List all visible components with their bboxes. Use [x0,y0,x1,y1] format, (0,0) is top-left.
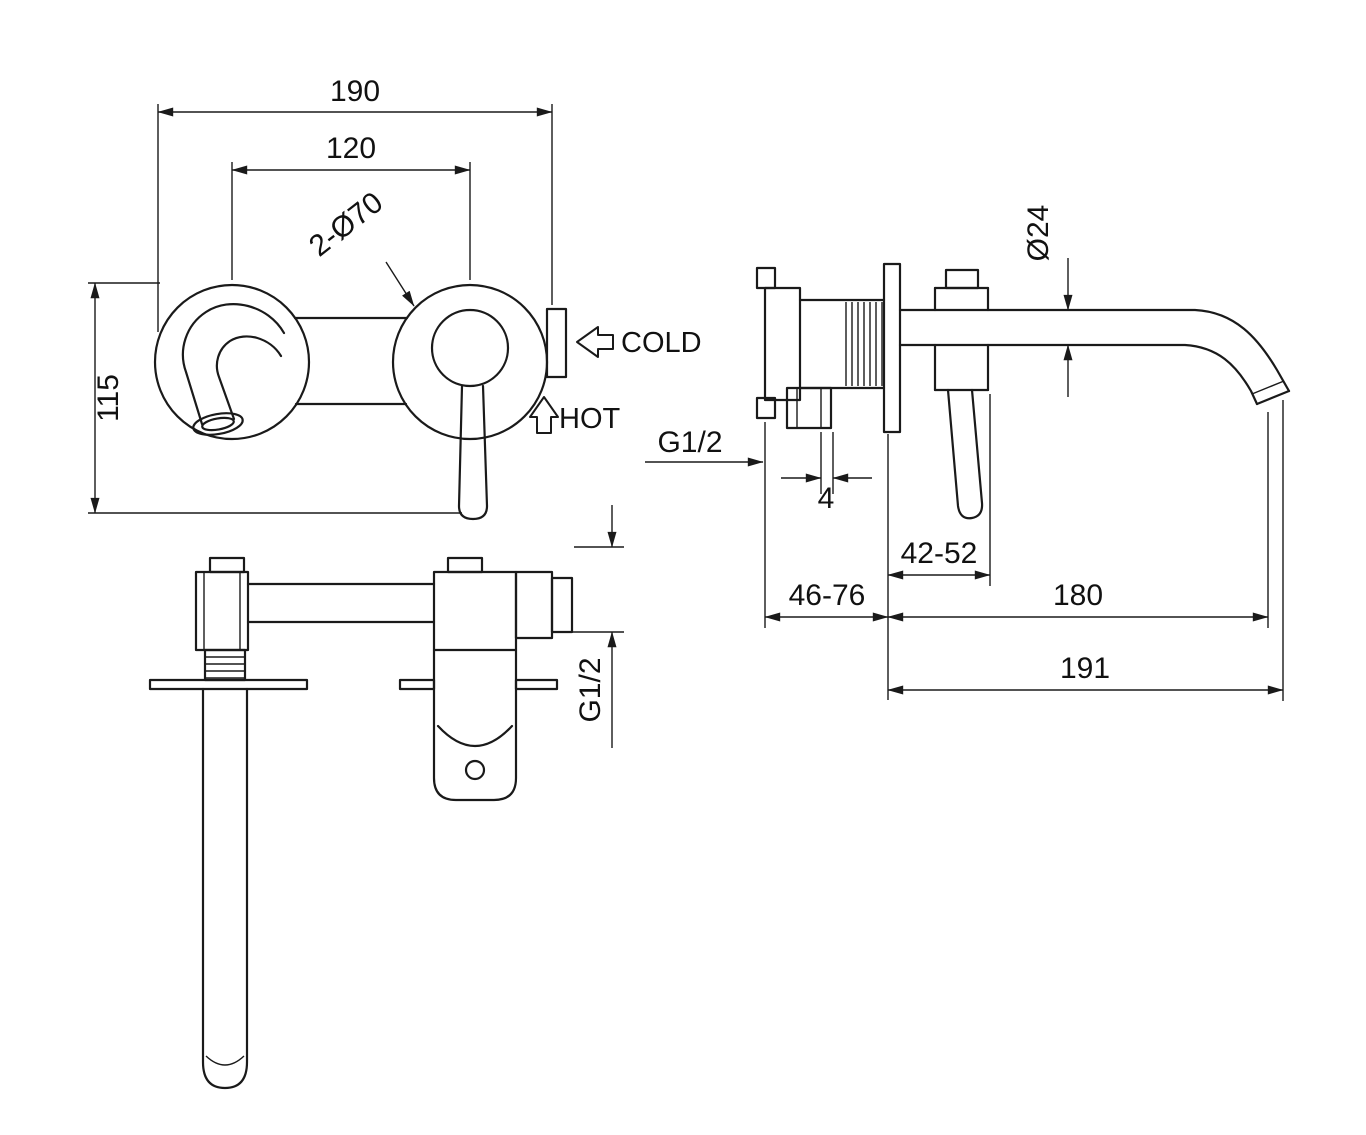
valve-body-rear-block [763,286,802,402]
spout-body-tab [208,556,246,574]
spout-tip-rim [1251,380,1285,395]
handle-grip-bottom-view [432,648,518,802]
hot-direction-arrow-icon [529,396,559,434]
thread-label-bottom: G1/2 [574,657,607,722]
dim-190-label: 190 [330,75,380,108]
left-wall-plate-circle [153,283,311,441]
right-escutcheon-edge [398,678,436,691]
hot-label: HOT [559,403,621,435]
handle-lever-side [946,388,984,520]
handle-valve-body [432,570,518,652]
handle-lever [457,384,489,521]
dim-191-label: 191 [1060,652,1110,685]
dim-46-76-label: 46-76 [789,579,866,612]
right-wall-plate-circle [391,283,549,441]
handle-hub-cap [944,268,980,290]
holes-leader-line [385,261,415,307]
spout-top-profile [898,308,1291,393]
spout-tube-cap-line [205,1055,245,1066]
cold-inlet-stub [545,307,568,379]
spout-diameter-label: Ø24 [1022,205,1055,262]
wall-escutcheon-plate [882,262,902,434]
right-escutcheon-edge [514,678,559,691]
dim-180-label: 180 [1053,579,1103,612]
spout-nozzle-rim [192,412,244,436]
bottom-view [148,556,574,1090]
dim-42-52-label: 42-52 [901,537,978,570]
handle-grip-arc [436,724,514,748]
side-view-dimensions: Ø24 G1/2 4 42-52 46-76 180 191 [645,205,1284,701]
thread-label-side: G1/2 [657,426,722,459]
bottom-outlet-union [785,386,833,430]
spout-outline-outer [181,303,286,426]
dim-115-label: 115 [92,374,125,422]
handle-set-screw [464,759,486,781]
spout-tube [201,687,249,1090]
side-view [755,262,1291,520]
dim-120-label: 120 [326,132,376,165]
holes-label: 2-Ø70 [303,186,389,263]
cold-direction-arrow-icon [576,326,614,358]
mounting-ear-bottom [755,396,777,420]
mounting-ear-top [755,266,777,290]
cold-label: COLD [621,327,702,359]
bottom-view-dimensions: G1/2 [560,505,624,748]
spout-nozzle-opening [201,416,235,432]
handle-body-tab [446,556,484,574]
spout-tip-face [1255,389,1291,406]
left-escutcheon-edge [148,678,309,691]
spout-outline-inner [215,335,283,421]
spout-bottom-profile [898,343,1259,406]
dim-4-label: 4 [818,482,835,515]
cartridge-end-cap [550,576,574,634]
front-view [153,283,568,521]
cartridge-cap [514,570,554,640]
threaded-shank [203,648,247,682]
front-view-dimensions: 190 120 115 2-Ø70 COLD HOT [88,75,702,514]
handle-hub-circle [430,308,510,388]
